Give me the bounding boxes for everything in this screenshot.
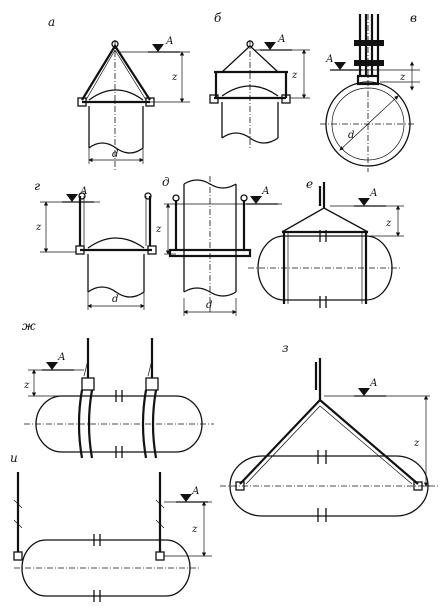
panel-label-a: а bbox=[48, 15, 55, 29]
beam-hangers bbox=[214, 72, 288, 98]
pipe-break bbox=[88, 142, 144, 154]
svg-text:А: А bbox=[57, 352, 66, 363]
panel-label-v: в bbox=[410, 11, 417, 25]
panel-e: е А z bbox=[248, 177, 404, 308]
hook-rod bbox=[314, 358, 322, 400]
panel-label-i: и bbox=[10, 451, 18, 465]
hook-rod bbox=[318, 182, 326, 208]
panel-label-d: д bbox=[162, 175, 170, 189]
svg-text:А: А bbox=[369, 378, 378, 389]
pipe-top bbox=[88, 89, 144, 101]
pipe-body bbox=[88, 106, 144, 148]
panel-label-g: г bbox=[34, 179, 40, 193]
vessel-horizontal bbox=[229, 455, 429, 517]
level-mark bbox=[147, 43, 181, 53]
svg-text:А: А bbox=[325, 54, 334, 65]
panel-v: в d А z bbox=[320, 11, 420, 172]
svg-text:z: z bbox=[155, 224, 162, 235]
level-mark bbox=[353, 197, 387, 207]
svg-text:z: z bbox=[35, 222, 42, 233]
panel-d: д А z d bbox=[155, 175, 282, 316]
vessel-horizontal bbox=[21, 539, 191, 597]
pipe-body bbox=[183, 184, 237, 292]
level-mark bbox=[259, 41, 293, 51]
band-right bbox=[141, 389, 158, 459]
svg-text:А: А bbox=[79, 186, 88, 197]
svg-text:z: z bbox=[399, 72, 406, 83]
sling bbox=[174, 200, 246, 250]
panel-z: з А z bbox=[220, 341, 440, 522]
sling bbox=[281, 207, 369, 233]
svg-text:А: А bbox=[261, 186, 270, 197]
panel-g: г А z d bbox=[34, 179, 157, 310]
pipe-body bbox=[221, 102, 279, 138]
svg-text:А: А bbox=[277, 34, 286, 45]
level-mark bbox=[353, 387, 387, 397]
diameter-line bbox=[339, 95, 399, 151]
svg-text:z: z bbox=[291, 70, 298, 81]
panel-label-e: е bbox=[306, 177, 313, 191]
svg-text:z: z bbox=[385, 218, 392, 229]
sling bbox=[78, 196, 152, 246]
clamp bbox=[356, 74, 380, 86]
level-mark bbox=[61, 193, 95, 203]
panel-label-zh: ж bbox=[22, 319, 36, 333]
vessel-horizontal bbox=[35, 395, 203, 453]
panel-label-z: з bbox=[282, 341, 289, 355]
svg-text:d: d bbox=[348, 130, 354, 141]
svg-text:z: z bbox=[191, 524, 198, 535]
svg-text:d: d bbox=[112, 294, 118, 305]
panel-zh: ж А z bbox=[22, 319, 214, 459]
sling bbox=[16, 472, 162, 552]
diameter-label: d bbox=[112, 149, 118, 160]
level-mark bbox=[41, 361, 75, 371]
pipe-body bbox=[87, 254, 145, 292]
panel-a: а А z d bbox=[48, 15, 190, 170]
bands bbox=[282, 232, 368, 304]
panel-label-b: б bbox=[214, 11, 222, 25]
sling bbox=[86, 338, 154, 378]
svg-text:d: d bbox=[206, 300, 212, 311]
panel-b: б А z bbox=[209, 11, 310, 150]
svg-text:z: z bbox=[23, 380, 30, 391]
band-left bbox=[77, 389, 94, 459]
level-mark bbox=[245, 195, 279, 205]
panel-i: и А z bbox=[10, 451, 212, 602]
svg-text:z: z bbox=[413, 438, 420, 449]
level-label: А bbox=[165, 36, 174, 47]
sling bbox=[239, 398, 419, 485]
height-label: z bbox=[171, 72, 178, 83]
svg-text:А: А bbox=[191, 486, 200, 497]
svg-text:А: А bbox=[369, 188, 378, 199]
sling bbox=[81, 43, 151, 101]
